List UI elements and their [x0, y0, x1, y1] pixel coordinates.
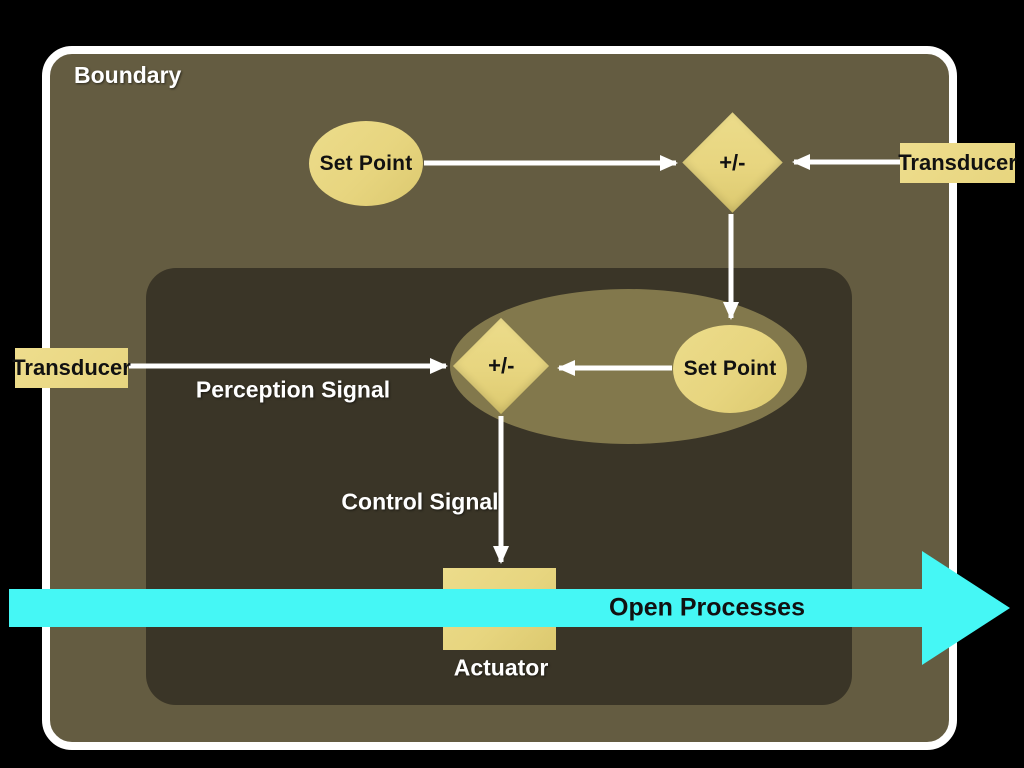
transducer-label-left: Transducer — [12, 348, 131, 388]
open-processes-label: Open Processes — [609, 593, 805, 622]
comparator-label-outer: +/- — [719, 149, 746, 175]
comparator-node-inner: +/- — [452, 317, 550, 415]
comparator-label-inner: +/- — [487, 353, 515, 378]
set-point-label-outer: Set Point — [319, 151, 413, 175]
set-point-node-outer: Set Point — [309, 121, 423, 206]
control-signal-label: Control Signal — [341, 488, 499, 515]
perception-signal-label: Perception Signal — [195, 376, 391, 403]
open-processes-arrow-shaft — [9, 589, 922, 627]
set-point-label-inner: Set Point — [683, 357, 777, 380]
transducer-left-text: Transducer — [12, 355, 131, 380]
comparator-node-outer: +/- — [682, 112, 783, 213]
boundary-label: Boundary — [74, 62, 182, 88]
transducer-right-text: Transducer — [898, 150, 1017, 175]
set-point-node-inner: Set Point — [673, 325, 787, 413]
transducer-label-right: Transducer — [898, 143, 1017, 183]
open-processes-arrow-head — [922, 551, 1010, 665]
actuator-label: Actuator — [453, 654, 549, 681]
